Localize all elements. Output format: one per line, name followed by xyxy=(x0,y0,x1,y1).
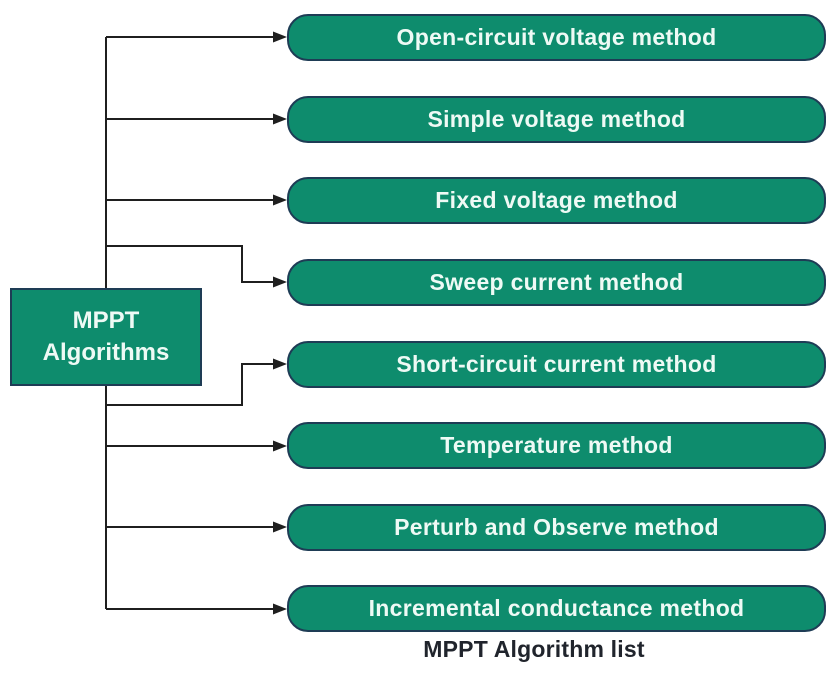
method-node-perturb-and-observe: Perturb and Observe method xyxy=(287,504,826,551)
method-node-sweep-current: Sweep current method xyxy=(287,259,826,306)
connector-line-jog-down xyxy=(106,245,275,283)
arrow-head xyxy=(273,440,287,452)
method-label: Simple voltage method xyxy=(427,106,686,132)
arrow-head xyxy=(273,276,287,288)
method-label: Fixed voltage method xyxy=(435,187,678,213)
arrow-head xyxy=(273,31,287,43)
method-label: Incremental conductance method xyxy=(368,595,745,621)
method-label: Temperature method xyxy=(440,432,673,458)
arrow-head xyxy=(273,358,287,370)
method-node-temperature: Temperature method xyxy=(287,422,826,469)
method-node-fixed-voltage: Fixed voltage method xyxy=(287,177,826,224)
connector-line-jog-up xyxy=(106,363,275,406)
method-node-incremental-conductance: Incremental conductance method xyxy=(287,585,826,632)
arrow-head xyxy=(273,113,287,125)
method-node-short-circuit-current: Short-circuit current method xyxy=(287,341,826,388)
root-node-label: MPPT Algorithms xyxy=(42,306,170,366)
method-label: Sweep current method xyxy=(429,269,684,295)
diagram-caption: MPPT Algorithm list xyxy=(423,636,645,662)
method-label: Open-circuit voltage method xyxy=(396,24,717,50)
root-node-mppt-algorithms: MPPT Algorithms xyxy=(10,288,202,386)
method-node-open-circuit-voltage: Open-circuit voltage method xyxy=(287,14,826,61)
method-node-simple-voltage: Simple voltage method xyxy=(287,96,826,143)
arrow-head xyxy=(273,603,287,615)
method-label: Short-circuit current method xyxy=(396,351,717,377)
arrow-head xyxy=(273,194,287,206)
method-label: Perturb and Observe method xyxy=(394,514,719,540)
arrow-head xyxy=(273,521,287,533)
